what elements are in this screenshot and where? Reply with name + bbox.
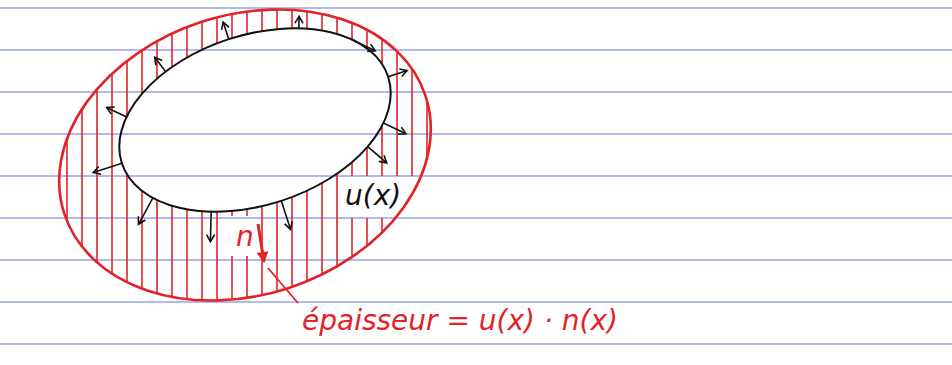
field-label: u(x) — [345, 180, 401, 212]
displacement-arrows — [61, 0, 442, 282]
normal-label: n — [236, 221, 254, 253]
body-outline — [96, 0, 415, 244]
leader-line — [268, 268, 298, 303]
formula-note: épaisseur = u(x) · n(x) — [302, 305, 618, 337]
normal-arrow — [258, 224, 264, 262]
offset-contour — [21, 0, 469, 347]
